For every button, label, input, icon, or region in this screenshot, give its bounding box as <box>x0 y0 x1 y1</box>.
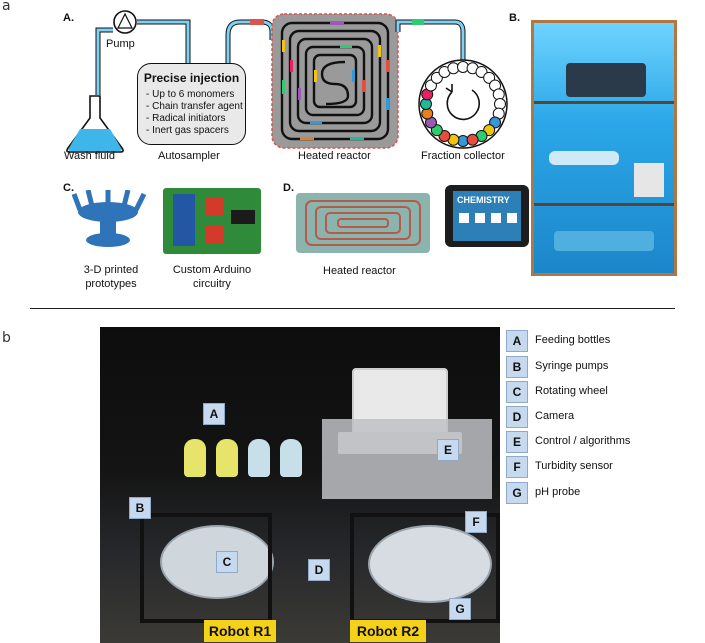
injection-item: - Inert gas spacers <box>146 125 229 136</box>
legend-text-camera: Camera <box>535 410 575 422</box>
photo-tag-e: E <box>437 439 459 461</box>
legend-text-syringe-pumps: Syringe pumps <box>535 360 609 372</box>
heated-reactor-label: Heated reactor <box>298 150 371 162</box>
legend-text-control: Control / algorithms <box>535 435 631 447</box>
tube-to-reactor <box>226 20 274 65</box>
fraction-collector-label: Fraction collector <box>421 150 505 162</box>
prototypes-caption-line2: prototypes <box>85 278 137 290</box>
photo-tag-a: A <box>203 403 225 425</box>
injection-item: - Up to 6 monomers <box>146 89 235 100</box>
arduino-board-image <box>163 188 261 254</box>
injection-title: Precise injection <box>143 71 240 85</box>
robot-r2-label: Robot R2 <box>350 620 426 642</box>
section-divider <box>30 308 675 309</box>
heated-reactor-schematic <box>271 13 399 149</box>
injection-item: - Radical initiators <box>146 113 226 124</box>
flow-schematic <box>66 10 508 153</box>
legend-key-d: D <box>506 406 528 428</box>
heated-reactor-d-label: Heated reactor <box>323 265 396 277</box>
prototypes-caption: 3-D printed prototypes <box>66 263 156 291</box>
legend-key-e: E <box>506 431 528 453</box>
robot-r1-label: Robot R1 <box>204 620 276 642</box>
arduino-caption-line2: circuitry <box>193 278 231 290</box>
arduino-caption: Custom Arduino circuitry <box>160 263 264 291</box>
legend-key-f: F <box>506 456 528 478</box>
photo-tag-c: C <box>216 551 238 573</box>
legend-text-turbidity: Turbidity sensor <box>535 460 613 472</box>
legend-key-g: G <box>506 482 528 504</box>
arduino-caption-line1: Custom Arduino <box>172 264 252 276</box>
photo-tag-d: D <box>308 559 330 581</box>
legend-text-rotating-wheel: Rotating wheel <box>535 385 608 397</box>
photo-tag-f: F <box>465 511 487 533</box>
injection-item: - Chain transfer agent <box>146 101 243 112</box>
collector-vial <box>466 133 479 146</box>
printed-prototype-image <box>71 190 147 247</box>
legend-key-a: A <box>506 330 528 352</box>
panel-b-label: B. <box>509 12 520 24</box>
legend-text-ph-probe: pH probe <box>535 486 581 498</box>
robot-cabinet-photo <box>531 20 677 276</box>
injection-list: - Up to 6 monomers - Chain transfer agen… <box>146 89 243 137</box>
part-a-letter: a <box>2 0 11 14</box>
panel-d-label: D. <box>283 182 294 194</box>
panel-a-label: A. <box>63 12 74 24</box>
tube-pump-out <box>137 19 191 65</box>
legend-key-c: C <box>506 381 528 403</box>
robots-photo <box>100 327 500 643</box>
touchscreen-photo: CHEMISTRY <box>445 185 529 247</box>
photo-tag-b: B <box>129 497 151 519</box>
part-b-letter: b <box>2 330 11 346</box>
legend-text-feeding-bottles: Feeding bottles <box>535 334 611 346</box>
legend-key-b: B <box>506 356 528 378</box>
photo-tag-g: G <box>449 598 471 620</box>
pump-label: Pump <box>106 38 135 50</box>
panel-c-label: C. <box>63 182 74 194</box>
flask-icon <box>66 95 124 153</box>
screen-text: CHEMISTRY <box>457 195 510 205</box>
injection-box: Precise injection - Up to 6 monomers - C… <box>137 63 246 145</box>
fraction-collector-icon <box>418 59 508 149</box>
prototypes-caption-line1: 3-D printed <box>83 264 139 276</box>
autosampler-label: Autosampler <box>158 150 220 162</box>
tube-to-collector <box>396 20 465 60</box>
heated-reactor-photo <box>296 193 430 253</box>
pump-icon <box>113 10 137 34</box>
wash-fluid-label: Wash fluid <box>64 150 115 162</box>
